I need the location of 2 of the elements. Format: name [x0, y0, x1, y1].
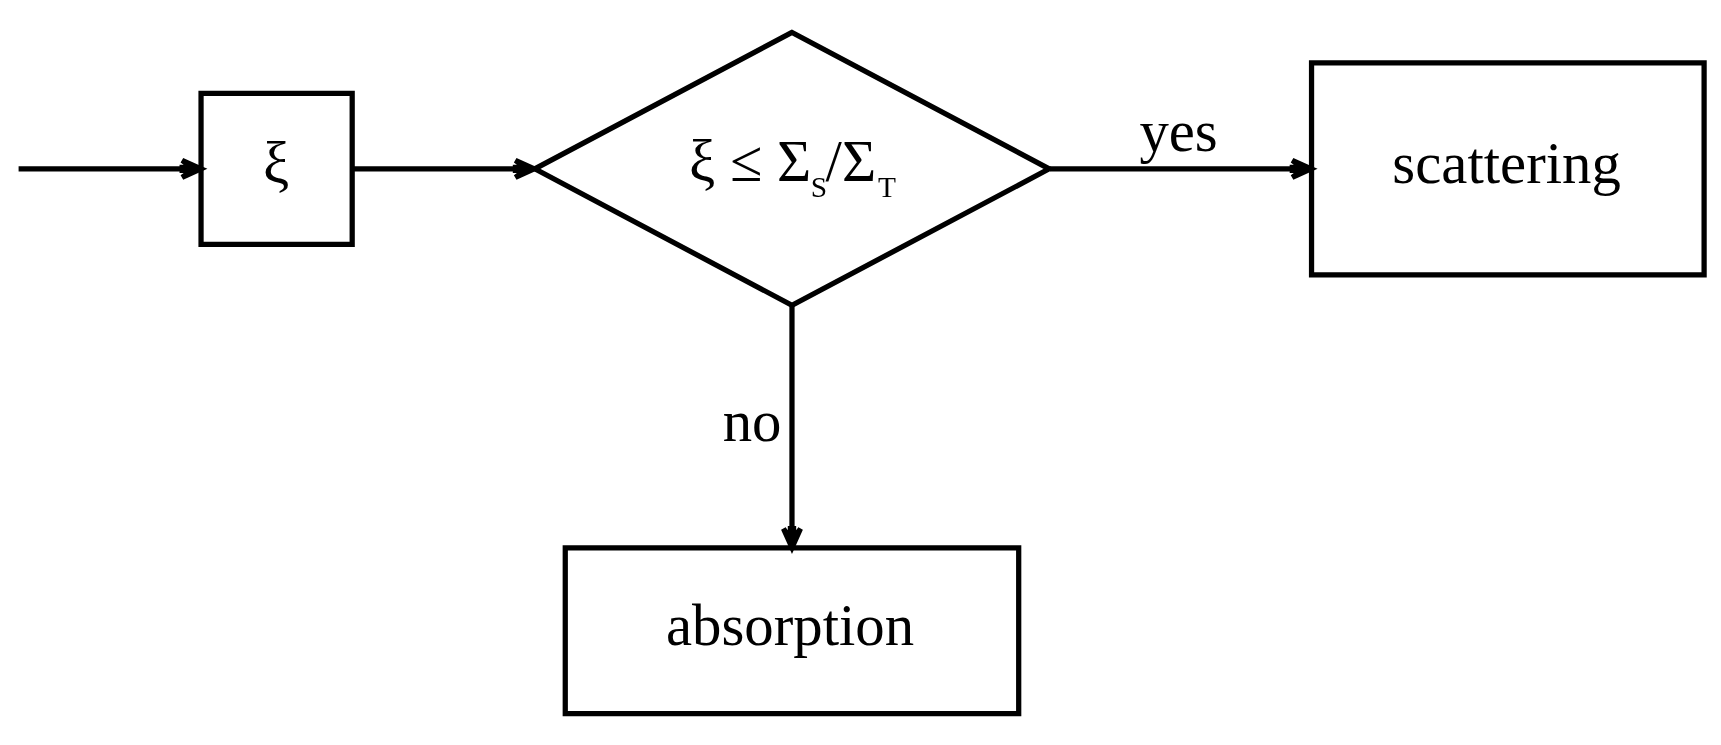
edge-label: no [722, 388, 782, 454]
edge-label: yes [1139, 98, 1218, 164]
